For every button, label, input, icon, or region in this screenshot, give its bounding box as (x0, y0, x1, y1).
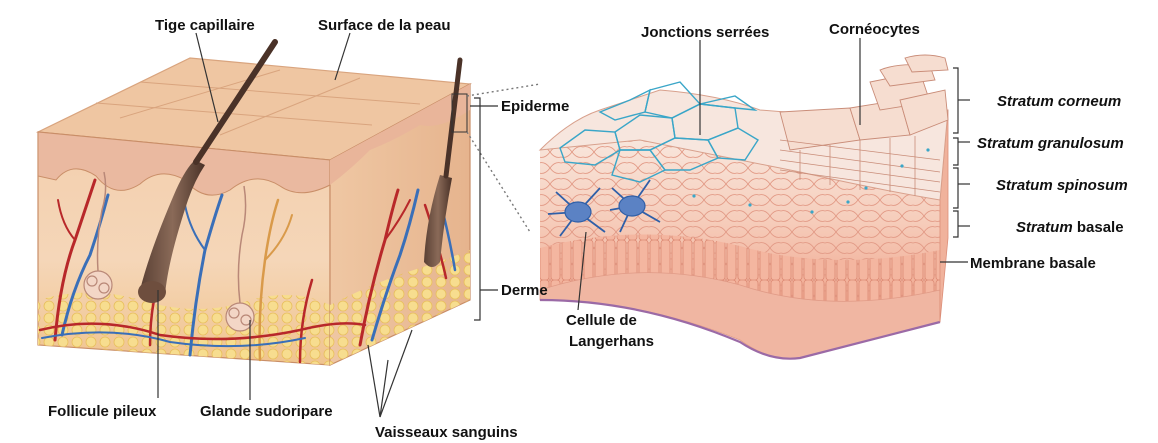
label-stratum-basale: Stratum basale (1016, 219, 1124, 236)
label-blood-vessels: Vaisseaux sanguins (375, 424, 518, 441)
label-hair-follicle: Follicule pileux (48, 403, 157, 420)
label-langerhans-1: Cellule de (566, 312, 637, 329)
label-basement-membrane: Membrane basale (970, 255, 1096, 272)
label-corneocytes: Cornéocytes (829, 21, 920, 38)
skin-block (38, 42, 470, 365)
label-dermis: Derme (501, 282, 548, 299)
label-stratum-spinosum: Stratum spinosum (996, 177, 1128, 194)
label-langerhans-2: Langerhans (569, 333, 654, 350)
label-tight-junctions: Jonctions serrées (641, 24, 769, 41)
label-hair-shaft: Tige capillaire (155, 17, 255, 34)
label-stratum-granulosum: Stratum granulosum (977, 135, 1124, 152)
label-sweat-gland: Glande sudoripare (200, 403, 333, 420)
label-epidermis: Epiderme (501, 98, 569, 115)
label-stratum-corneum: Stratum corneum (997, 93, 1121, 110)
strata-brackets (953, 68, 970, 237)
label-skin-surface: Surface de la peau (318, 17, 451, 34)
